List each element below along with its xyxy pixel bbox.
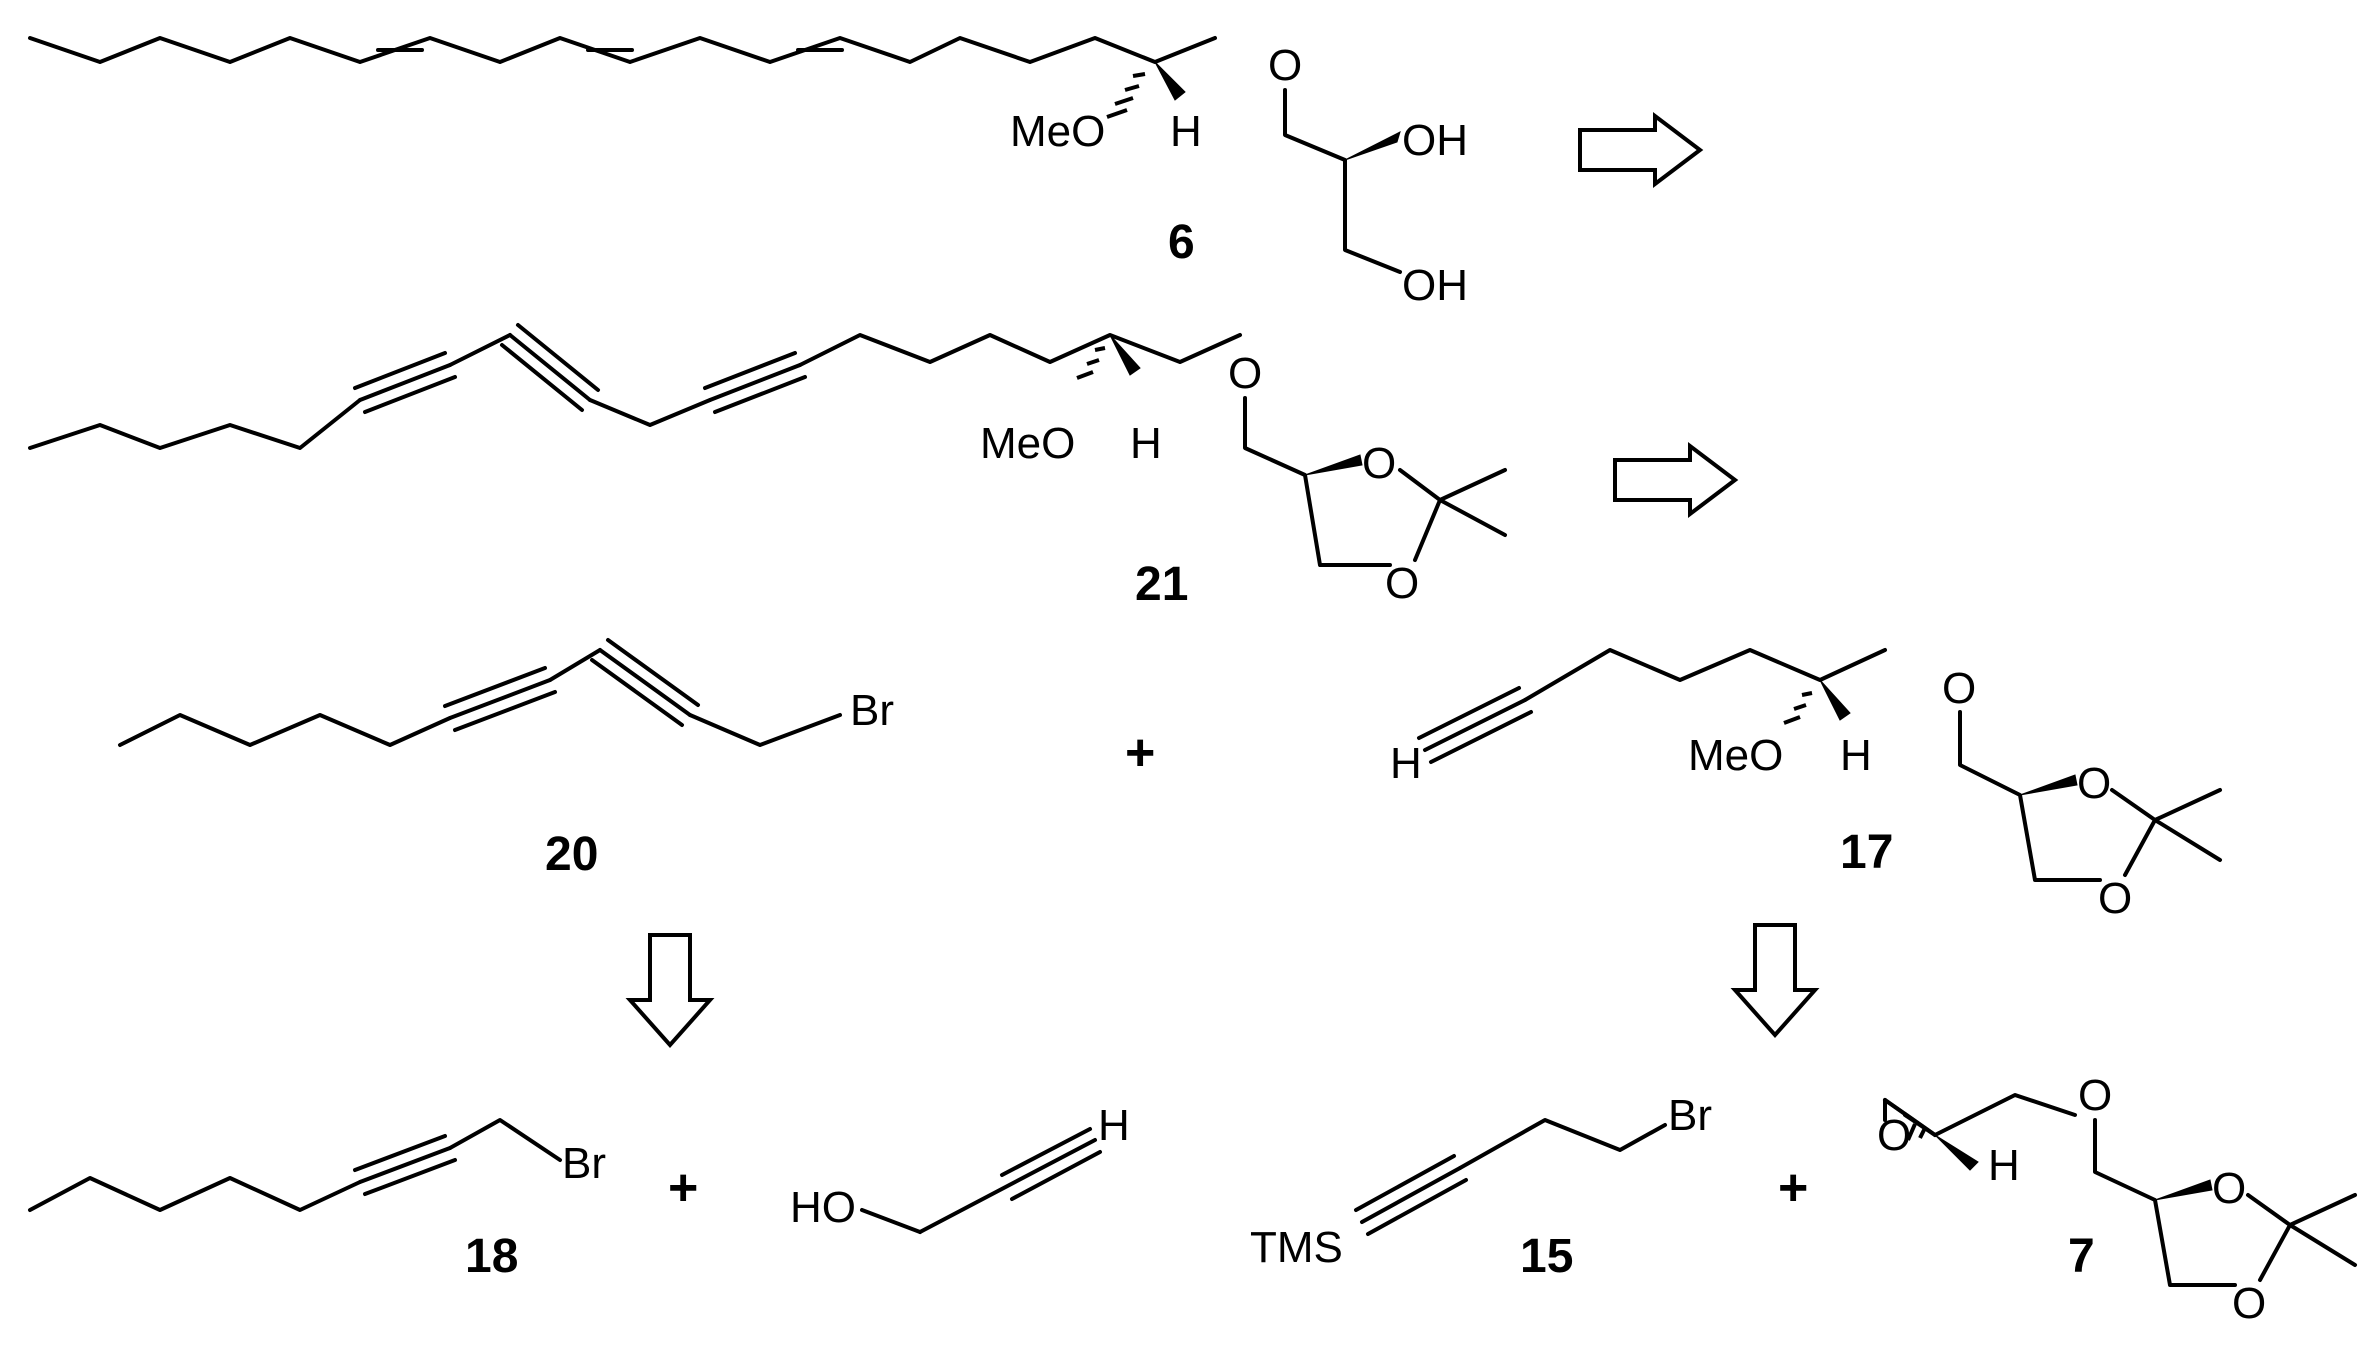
triple-bond — [353, 1134, 457, 1196]
wedge-bond-dioxolane — [2019, 774, 2078, 796]
wedge-bond-h — [1934, 1134, 1979, 1171]
compound-6-chain — [28, 36, 1217, 64]
compound-21-number: 21 — [1135, 558, 1188, 611]
compound-17-number: 17 — [1840, 826, 1893, 879]
triple-bond — [1417, 686, 1533, 764]
wedge-bond-dioxolane — [2154, 1179, 2213, 1201]
compound-17: H MeO H O O O 17 — [1390, 648, 2222, 923]
propargyl-chain — [860, 1208, 922, 1234]
compound-6-meo: MeO — [1010, 107, 1105, 156]
plus-sign-bottom-left: + — [668, 1159, 698, 1217]
compound-17-meo: MeO — [1688, 731, 1783, 780]
wedge-bond-dioxolane — [1304, 454, 1363, 476]
hashed-bond-meo — [1106, 72, 1146, 119]
compound-6-oh1: OH — [1402, 116, 1468, 165]
wedge-bond-h — [1109, 334, 1141, 376]
compound-21-chain — [28, 333, 1242, 450]
compound-6-number: 6 — [1168, 216, 1195, 269]
compound-17-alkyne-h: H — [1390, 739, 1422, 788]
compound-20: Br 20 — [118, 638, 894, 881]
compound-21-ring-o1: O — [1362, 439, 1396, 488]
compound-21-acetonide — [1398, 468, 1507, 562]
retrosynthetic-arrow-down-1 — [625, 933, 715, 1049]
compound-7-acetonide — [2246, 1193, 2357, 1282]
wedge-bond-h — [1819, 679, 1851, 721]
retrosynthetic-arrow-right-1 — [1578, 111, 1704, 189]
compound-21-ether-o: O — [1228, 349, 1262, 398]
compound-17-ether-o: O — [1942, 664, 1976, 713]
compound-18: Br 18 — [28, 1118, 606, 1283]
compound-15-number: 15 — [1520, 1230, 1573, 1283]
propargyl-ho: HO — [790, 1183, 856, 1232]
compound-17-acetonide — [2110, 788, 2222, 877]
compound-21-ring-o2: O — [1385, 559, 1419, 608]
triple-bond-3 — [703, 351, 807, 414]
compound-7: O H O O O 7 — [1877, 1071, 2357, 1328]
triple-bond-2 — [590, 638, 700, 727]
triple-bond — [1354, 1154, 1468, 1236]
compound-15: TMS Br 15 — [1250, 1091, 1712, 1283]
compound-15-br: Br — [1668, 1091, 1712, 1140]
compound-15-chain — [1458, 1118, 1667, 1170]
compound-18-number: 18 — [465, 1230, 518, 1283]
compound-21: MeO H O O O 21 — [28, 323, 1507, 611]
compound-20-number: 20 — [545, 828, 598, 881]
wedge-bond-oh — [1344, 131, 1401, 161]
compound-21-h: H — [1130, 419, 1162, 468]
propargyl-alcohol: HO H — [790, 1101, 1130, 1234]
compound-6-ether-o: O — [1268, 41, 1302, 90]
compound-6-h: H — [1170, 107, 1202, 156]
propargyl-h: H — [1098, 1101, 1130, 1150]
retrosynthetic-arrow-right-2 — [1613, 441, 1739, 519]
compound-7-ring-o1: O — [2212, 1164, 2246, 1213]
compound-6-oh2: OH — [1402, 261, 1468, 310]
compound-7-number: 7 — [2068, 1230, 2095, 1283]
compound-6-glycerol — [1283, 88, 1402, 274]
plus-sign-bottom-right: + — [1778, 1159, 1808, 1217]
compound-20-br: Br — [850, 686, 894, 735]
compound-15-tms: TMS — [1250, 1223, 1343, 1272]
hashed-bond-meo — [1076, 346, 1106, 380]
compound-6: MeO H O OH OH 6 — [28, 36, 1468, 310]
compound-17-ring-o2: O — [2098, 874, 2132, 923]
compound-20-chain — [118, 648, 842, 747]
compound-7-epoxide-bond — [1883, 1098, 1937, 1137]
plus-sign-middle: + — [1125, 724, 1155, 782]
compound-7-h: H — [1988, 1141, 2020, 1190]
compound-7-chain — [1933, 1093, 2077, 1137]
hashed-bond-meo — [1783, 691, 1813, 725]
compound-17-chain — [1523, 648, 1887, 702]
triple-bond-1 — [443, 666, 557, 732]
triple-bond — [918, 1127, 1102, 1234]
compound-18-br: Br — [562, 1139, 606, 1188]
retrosynthetic-arrow-down-2 — [1730, 923, 1820, 1039]
compound-18-chain — [28, 1118, 562, 1212]
compound-7-ether-o: O — [2078, 1071, 2112, 1120]
triple-bond-1 — [353, 351, 457, 414]
compound-17-h: H — [1840, 731, 1872, 780]
compound-21-meo: MeO — [980, 419, 1075, 468]
compound-7-ring-o2: O — [2232, 1279, 2266, 1328]
wedge-bond-h — [1154, 61, 1186, 101]
triple-bond-2 — [500, 323, 600, 412]
compound-17-ring-o1: O — [2077, 759, 2111, 808]
compound-7-epoxide-o: O — [1877, 1111, 1911, 1160]
